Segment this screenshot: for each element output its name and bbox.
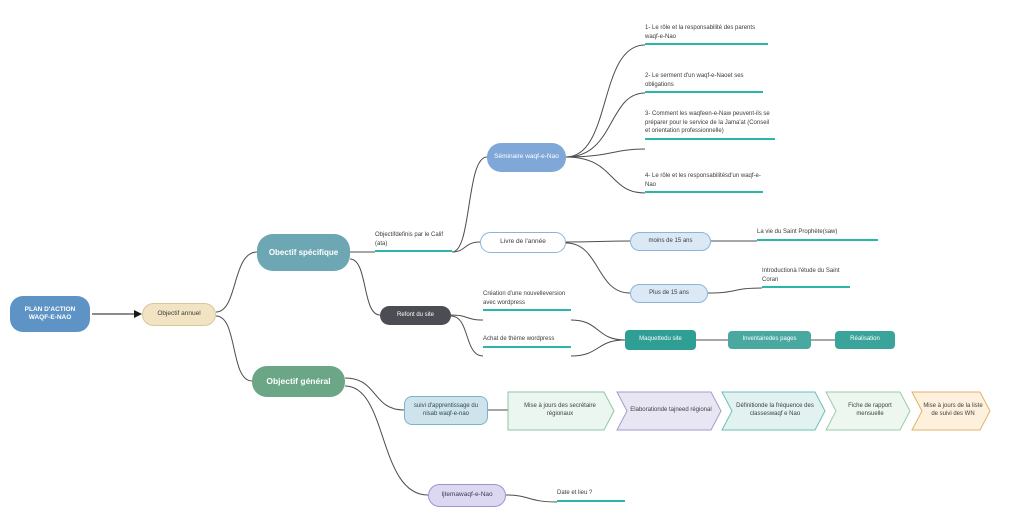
chevron-3-shape[interactable] — [721, 391, 826, 431]
chevron-4-shape[interactable] — [825, 391, 911, 431]
chevron-2-label[interactable]: Elaborationde tajneed régional — [630, 407, 712, 414]
connector-lines — [92, 44, 835, 503]
chevron-3-label[interactable]: Définitionde la fréquence des classeswaq… — [736, 403, 814, 417]
ijtema-node[interactable]: Ijtemawaqf-e-Nao — [428, 484, 506, 507]
calif-branch-label[interactable]: Objectifdefinis par le Calif (ata) — [375, 231, 452, 253]
refont-site-node[interactable]: Refont du site — [380, 306, 451, 325]
chevron-4-label[interactable]: Fiche de rapport mensuelle — [848, 403, 892, 417]
suivi-apprentissage-node[interactable]: suivi d'apprentissage du nisab waqf-e-na… — [404, 396, 488, 425]
seminaire-item-4[interactable]: 4- Le rôle et les responsabilitésd'un wa… — [645, 172, 763, 194]
livre-annee-node[interactable]: Livre de l'année — [480, 232, 566, 253]
inventaire-pages-node[interactable]: Inventairedes pages — [728, 331, 811, 349]
date-lieu-label[interactable]: Date et lieu ? — [557, 489, 625, 502]
chevron-shapes — [507, 391, 991, 431]
realisation-node[interactable]: Réalisation — [835, 331, 895, 349]
moins-15-node[interactable]: moins de 15 ans — [630, 232, 711, 251]
achat-theme-label[interactable]: Achat de thème wordpress — [483, 335, 571, 348]
chevron-1-shape[interactable] — [507, 391, 615, 431]
plus-15-node[interactable]: Plus de 15 ans — [630, 284, 708, 303]
chevron-5-shape[interactable] — [911, 391, 991, 431]
maquette-site-node[interactable]: Maquettedu site — [625, 330, 696, 350]
objectif-general-node[interactable]: Objectif général — [252, 366, 345, 397]
creation-wordpress-label[interactable]: Création d'une nouvelleversion avec word… — [483, 290, 571, 312]
objectif-annuel-node[interactable]: Objectif annuel — [142, 303, 216, 326]
chevron-2-shape[interactable] — [616, 391, 722, 431]
chevron-5-label[interactable]: Mise à jours de la liste de suivi des WN — [923, 403, 983, 417]
root-node[interactable]: PLAN D'ACTION WAQF-E-NAO — [10, 296, 90, 332]
plus-15-result-label[interactable]: Introductionà l'étude du Saint Coran — [762, 267, 850, 289]
objectif-specifique-node[interactable]: Obectif spécifique — [257, 234, 350, 271]
seminaire-item-1[interactable]: 1- Le rôle et la responsabilité des pare… — [645, 24, 768, 46]
chevron-1-label[interactable]: Mise à jours des secrétaire régionaux — [524, 403, 596, 417]
seminaire-item-3[interactable]: 3- Comment les waqfeen-e-Naw peuvent-ils… — [645, 110, 775, 141]
seminaire-node[interactable]: Séminaire waqf-e-Nao — [487, 143, 566, 172]
moins-15-result-label[interactable]: La vie du Saint Prophète(saw) — [757, 228, 878, 241]
seminaire-item-2[interactable]: 2- Le serment d'un waqf-e-Naoet ses obli… — [645, 72, 763, 94]
arrow-head-icon — [134, 310, 142, 318]
